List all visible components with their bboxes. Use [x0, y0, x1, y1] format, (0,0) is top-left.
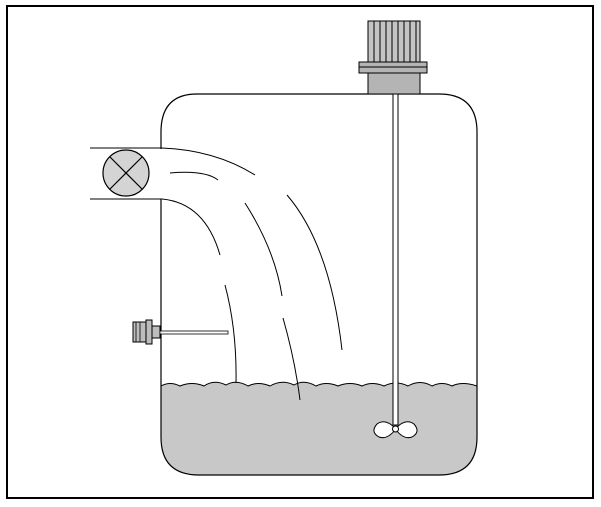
level-sensor-icon [132, 319, 229, 345]
motor-icon [358, 20, 428, 95]
valve-icon [102, 149, 150, 197]
impeller-icon [373, 421, 418, 439]
inlet-pipe [90, 147, 256, 256]
inflow-stream [169, 171, 343, 401]
liquid [161, 381, 477, 475]
tank [160, 93, 478, 476]
agitator-shaft [392, 92, 399, 426]
